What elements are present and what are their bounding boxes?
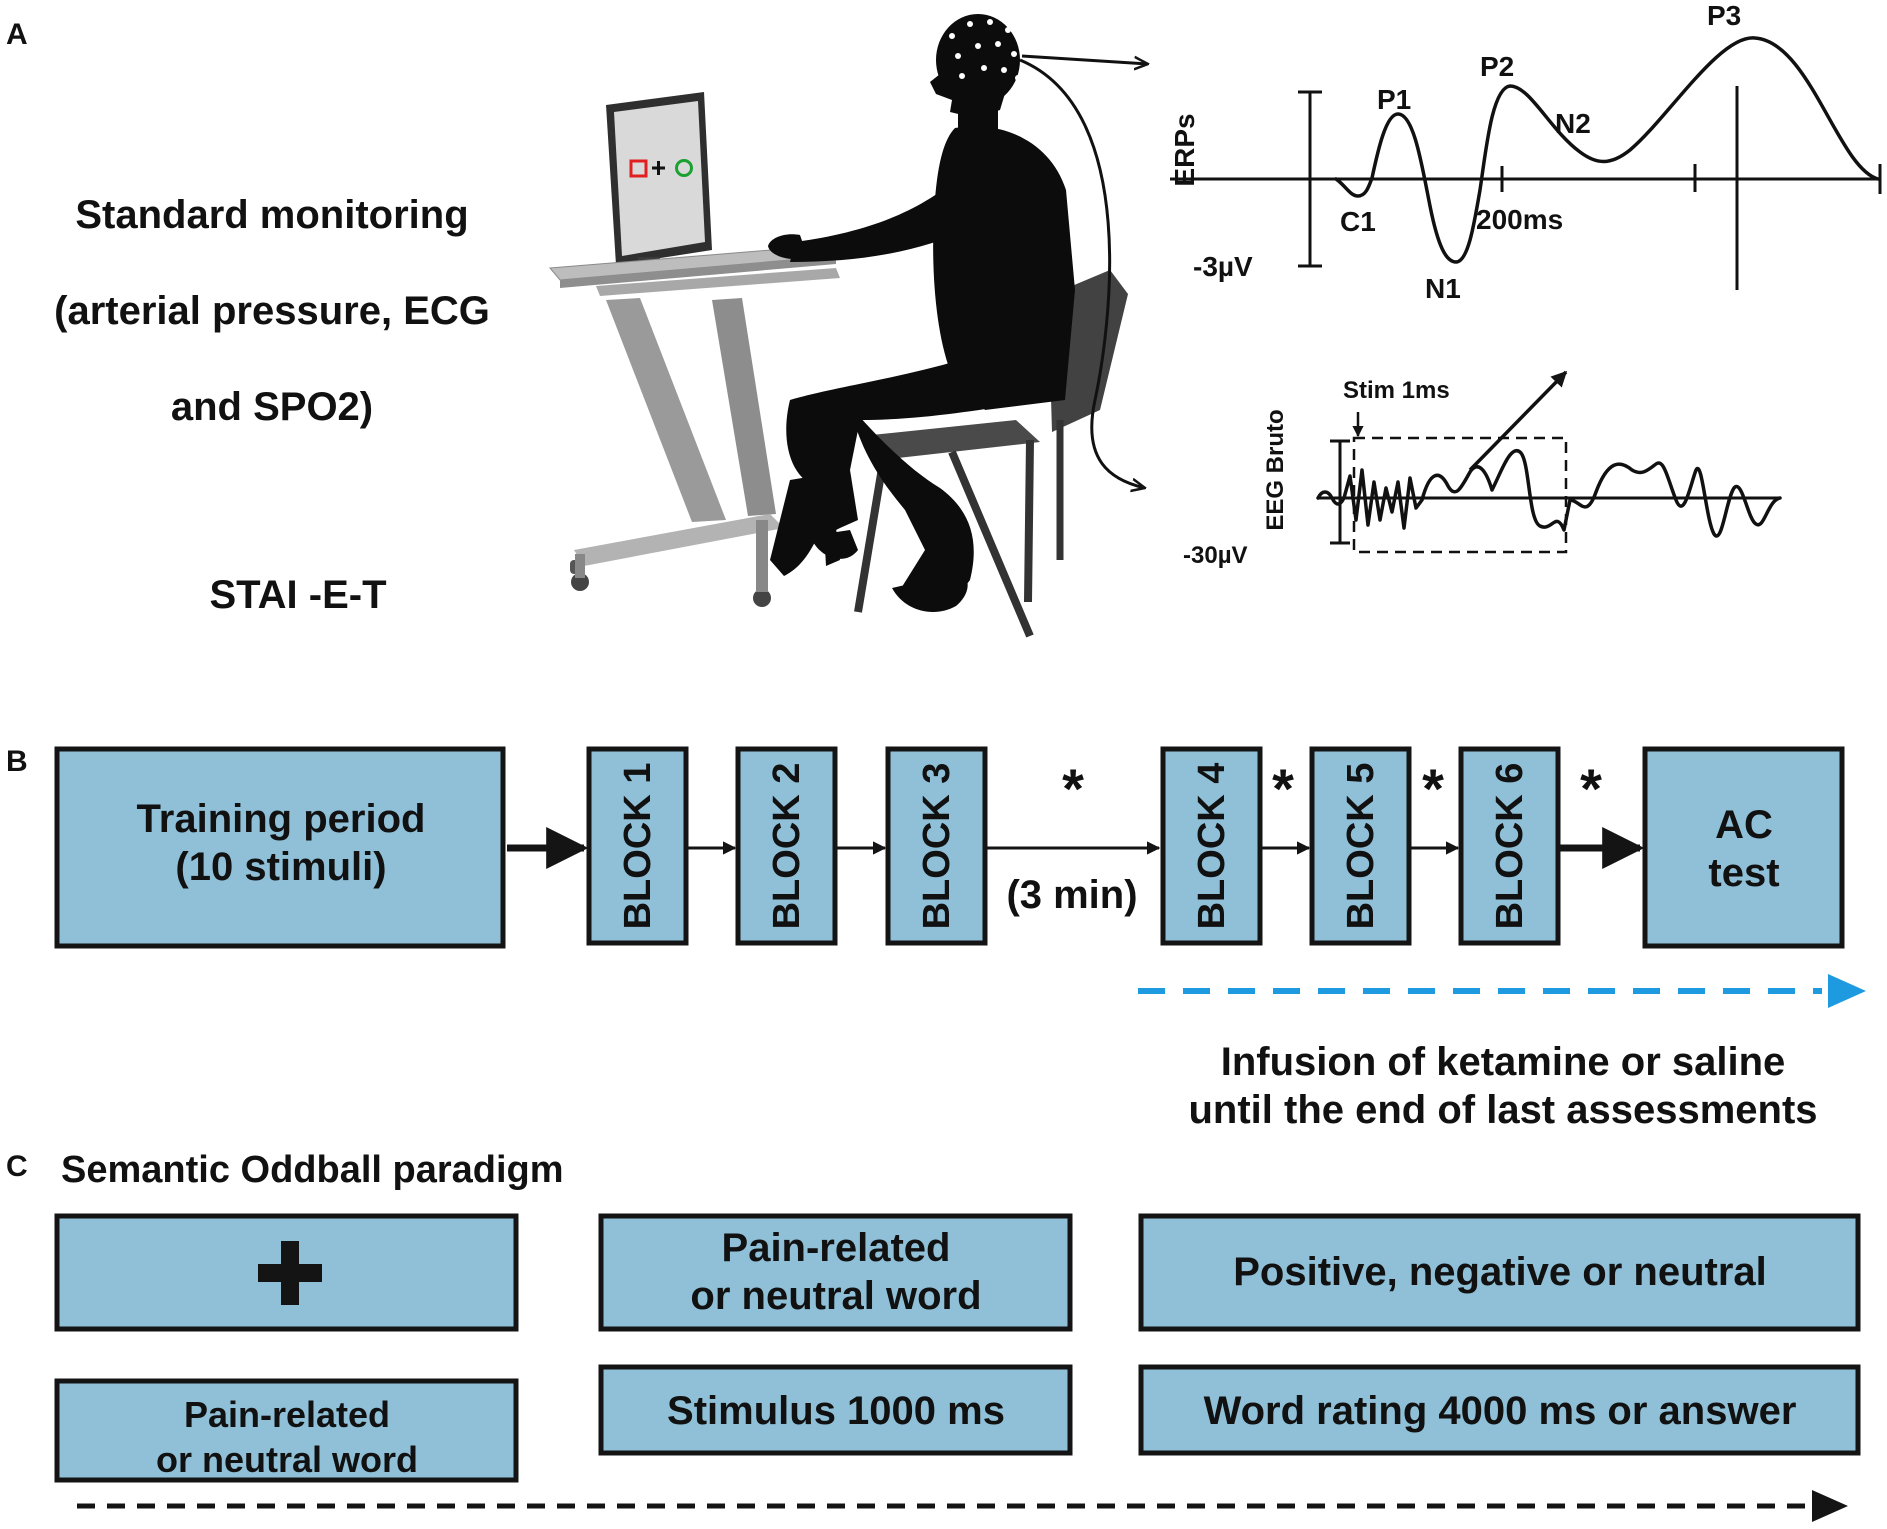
fixation-cross-icon xyxy=(258,1241,322,1305)
erp-label-n1: N1 xyxy=(1425,273,1461,304)
asterisk-after-block5: * xyxy=(1422,757,1444,820)
erp-scale-label: -3µV xyxy=(1193,251,1253,282)
eeg-raw-waveform xyxy=(1316,448,1782,538)
block-2-box xyxy=(735,746,838,946)
stimulus-duration-box xyxy=(598,1364,1073,1456)
block-3-label: BLOCK 3 xyxy=(916,763,958,930)
erp-plot: ERPs -3µV P1 P2 N2 P3 C1 N1 200ms xyxy=(1169,0,1882,304)
timeline-arrowhead xyxy=(1812,1490,1848,1522)
eeg-axis-label: EEG Bruto xyxy=(1262,409,1289,530)
eeg-scale-label: -30µV xyxy=(1183,542,1248,569)
monitoring-line-1: Standard monitoring xyxy=(75,193,468,237)
block-1-box xyxy=(586,746,689,946)
erp-waveform xyxy=(1334,36,1880,264)
eeg-electrodes xyxy=(949,19,1021,81)
asterisk-after-block3: * xyxy=(1062,757,1084,820)
block-5-label: BLOCK 5 xyxy=(1340,763,1382,930)
erp-label-p3: P3 xyxy=(1707,0,1741,31)
word-box-bottom-line-1: Pain-related xyxy=(184,1394,390,1435)
monitoring-line-2: (arterial pressure, ECG xyxy=(54,289,490,333)
green-circle-stimulus xyxy=(675,159,693,177)
pause-label: (3 min) xyxy=(1006,873,1137,917)
block-1-label: BLOCK 1 xyxy=(617,763,659,930)
asterisk-after-block4: * xyxy=(1272,757,1294,820)
block-4-box xyxy=(1160,746,1263,946)
block-4-label: BLOCK 4 xyxy=(1191,763,1233,930)
block-6-box xyxy=(1458,746,1561,946)
block-boxes: BLOCK 1 BLOCK 2 BLOCK 3 BLOCK 4 BLOCK 5 … xyxy=(586,746,1561,946)
erp-label-p1: P1 xyxy=(1377,84,1411,115)
erp-label-n2: N2 xyxy=(1555,108,1591,139)
training-line-2: (10 stimuli) xyxy=(175,845,386,889)
monitor xyxy=(606,92,712,281)
panel-label-b: B xyxy=(6,745,28,778)
eeg-to-erp-arrow xyxy=(1468,370,1568,472)
rating-duration-text: Word rating 4000 ms or answer xyxy=(1204,1389,1797,1433)
word-presentation-box xyxy=(598,1213,1073,1332)
ac-test-box xyxy=(1642,746,1845,949)
rating-scale-text: Positive, negative or neutral xyxy=(1233,1250,1767,1294)
eeg-plot: EEG Bruto -30µV Stim 1ms xyxy=(1183,370,1782,569)
word-presentation-line-2: or neutral word xyxy=(690,1274,981,1318)
stim-label: Stim 1ms xyxy=(1343,377,1450,404)
block-2-label: BLOCK 2 xyxy=(766,763,808,930)
panel-label-c: C xyxy=(6,1150,28,1183)
training-period-box xyxy=(54,746,506,949)
paradigm-title: Semantic Oddball paradigm xyxy=(61,1149,564,1191)
red-square-stimulus xyxy=(629,159,648,178)
erp-label-p2: P2 xyxy=(1480,51,1514,82)
head-to-eeg-arrow xyxy=(1019,58,1145,488)
erp-axis-label: ERPs xyxy=(1169,113,1200,186)
training-line-1: Training period xyxy=(137,797,426,841)
ac-test-line-2: test xyxy=(1708,851,1779,895)
rating-scale-box xyxy=(1138,1213,1861,1332)
person-silhouette xyxy=(768,14,1075,612)
infusion-arrowhead xyxy=(1828,974,1866,1008)
erp-label-c1: C1 xyxy=(1340,206,1376,237)
stimulus-duration-text: Stimulus 1000 ms xyxy=(667,1389,1005,1433)
word-box-bottom xyxy=(54,1378,519,1483)
block-5-box xyxy=(1309,746,1412,946)
asterisk-after-block6: * xyxy=(1580,757,1602,820)
head-to-erp-arrow xyxy=(1021,54,1148,64)
infusion-line-2: until the end of last assessments xyxy=(1188,1088,1817,1132)
monitoring-line-3: and SPO2) xyxy=(171,385,373,429)
panel-label-a: A xyxy=(6,18,28,51)
stai-label: STAI -E-T xyxy=(209,573,386,617)
desk xyxy=(548,245,840,607)
erp-time-label: 200ms xyxy=(1476,204,1563,235)
infusion-line-1: Infusion of ketamine or saline xyxy=(1221,1040,1786,1084)
block-6-label: BLOCK 6 xyxy=(1489,763,1531,930)
rating-duration-box xyxy=(1138,1364,1861,1456)
block-3-box xyxy=(885,746,988,946)
ac-test-line-1: AC xyxy=(1715,803,1773,847)
word-box-bottom-line-2: or neutral word xyxy=(156,1439,418,1480)
subject-at-computer-illustration xyxy=(548,14,1128,638)
word-presentation-line-1: Pain-related xyxy=(722,1226,951,1270)
